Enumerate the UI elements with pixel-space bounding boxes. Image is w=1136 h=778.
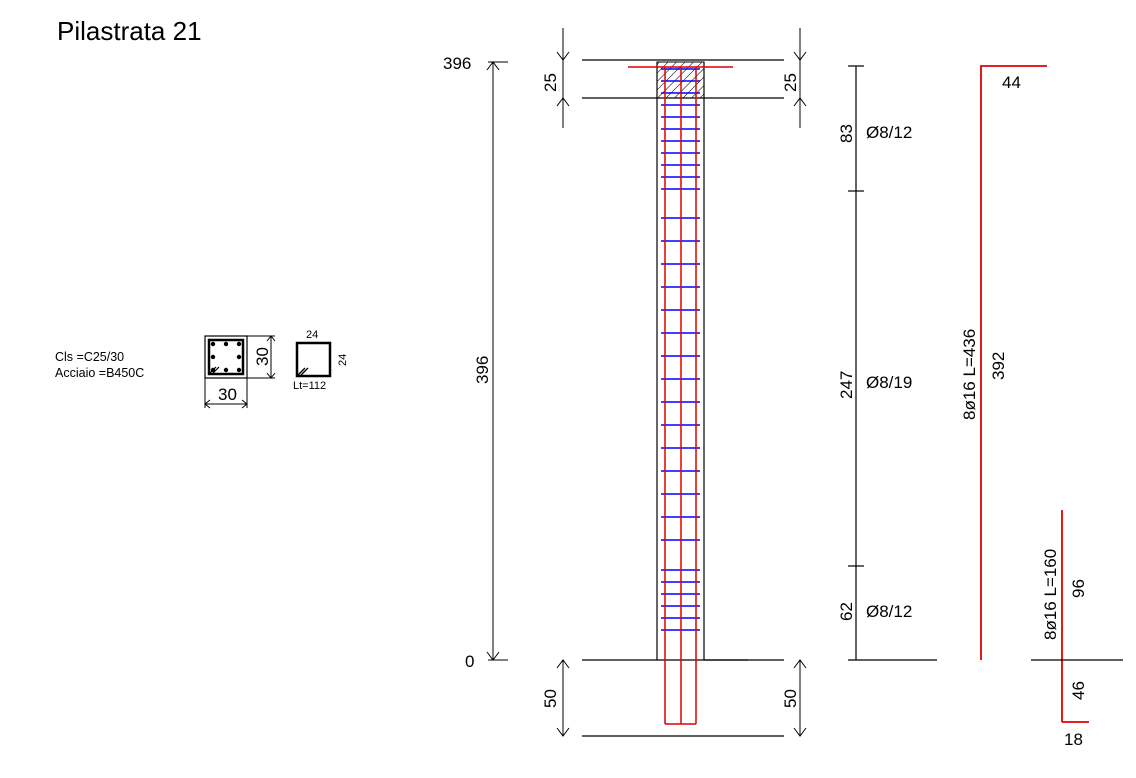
starter-bar-hook: 18 [1064,730,1083,749]
overall-height-dimension [486,61,508,661]
stirrup-length-label: Lt=112 [293,380,326,392]
steel-class: Acciaio =B450C [55,366,144,380]
top-elevation-label: 396 [443,54,471,73]
section-height-label: 30 [253,347,272,366]
zone-1-length: 83 [837,124,856,143]
concrete-class: Cls =C25/30 [55,350,124,364]
page-title: Pilastrata 21 [57,16,202,46]
main-bar-hook: 44 [1002,73,1021,92]
starter-bar-lower: 46 [1069,681,1088,700]
main-bar-length: 392 [989,352,1008,380]
main-bar-shape [980,65,1047,660]
zone-2-length: 247 [837,371,856,399]
section-width-label: 30 [218,385,237,404]
top-left-dimension: 25 [541,73,560,92]
stirrup-width-label: 24 [306,329,318,341]
zone-3-length: 62 [837,602,856,621]
top-dimension-marks [556,28,807,128]
column-elevation [628,61,748,725]
stirrup-shape [295,341,332,378]
bottom-elevation-label: 0 [465,652,474,671]
top-right-dimension: 25 [781,73,800,92]
cross-section [204,335,276,409]
starter-bar-label: 8ø16 L=160 [1041,549,1060,640]
zone-3-spec: Ø8/12 [866,602,912,621]
total-height-label: 396 [473,356,492,384]
main-bar-label: 8ø16 L=436 [960,329,979,420]
zone-2-spec: Ø8/19 [866,373,912,392]
zone-1-spec: Ø8/12 [866,123,912,142]
bottom-right-dimension: 50 [781,689,800,708]
starter-bar-shape [1031,510,1123,723]
stirrup-height-label: 24 [337,354,349,366]
bottom-dimension-marks [556,659,807,737]
starter-bar-upper: 96 [1069,579,1088,598]
bottom-left-dimension: 50 [541,689,560,708]
stirrup-zone-line [848,65,937,661]
reference-lines [582,59,784,737]
